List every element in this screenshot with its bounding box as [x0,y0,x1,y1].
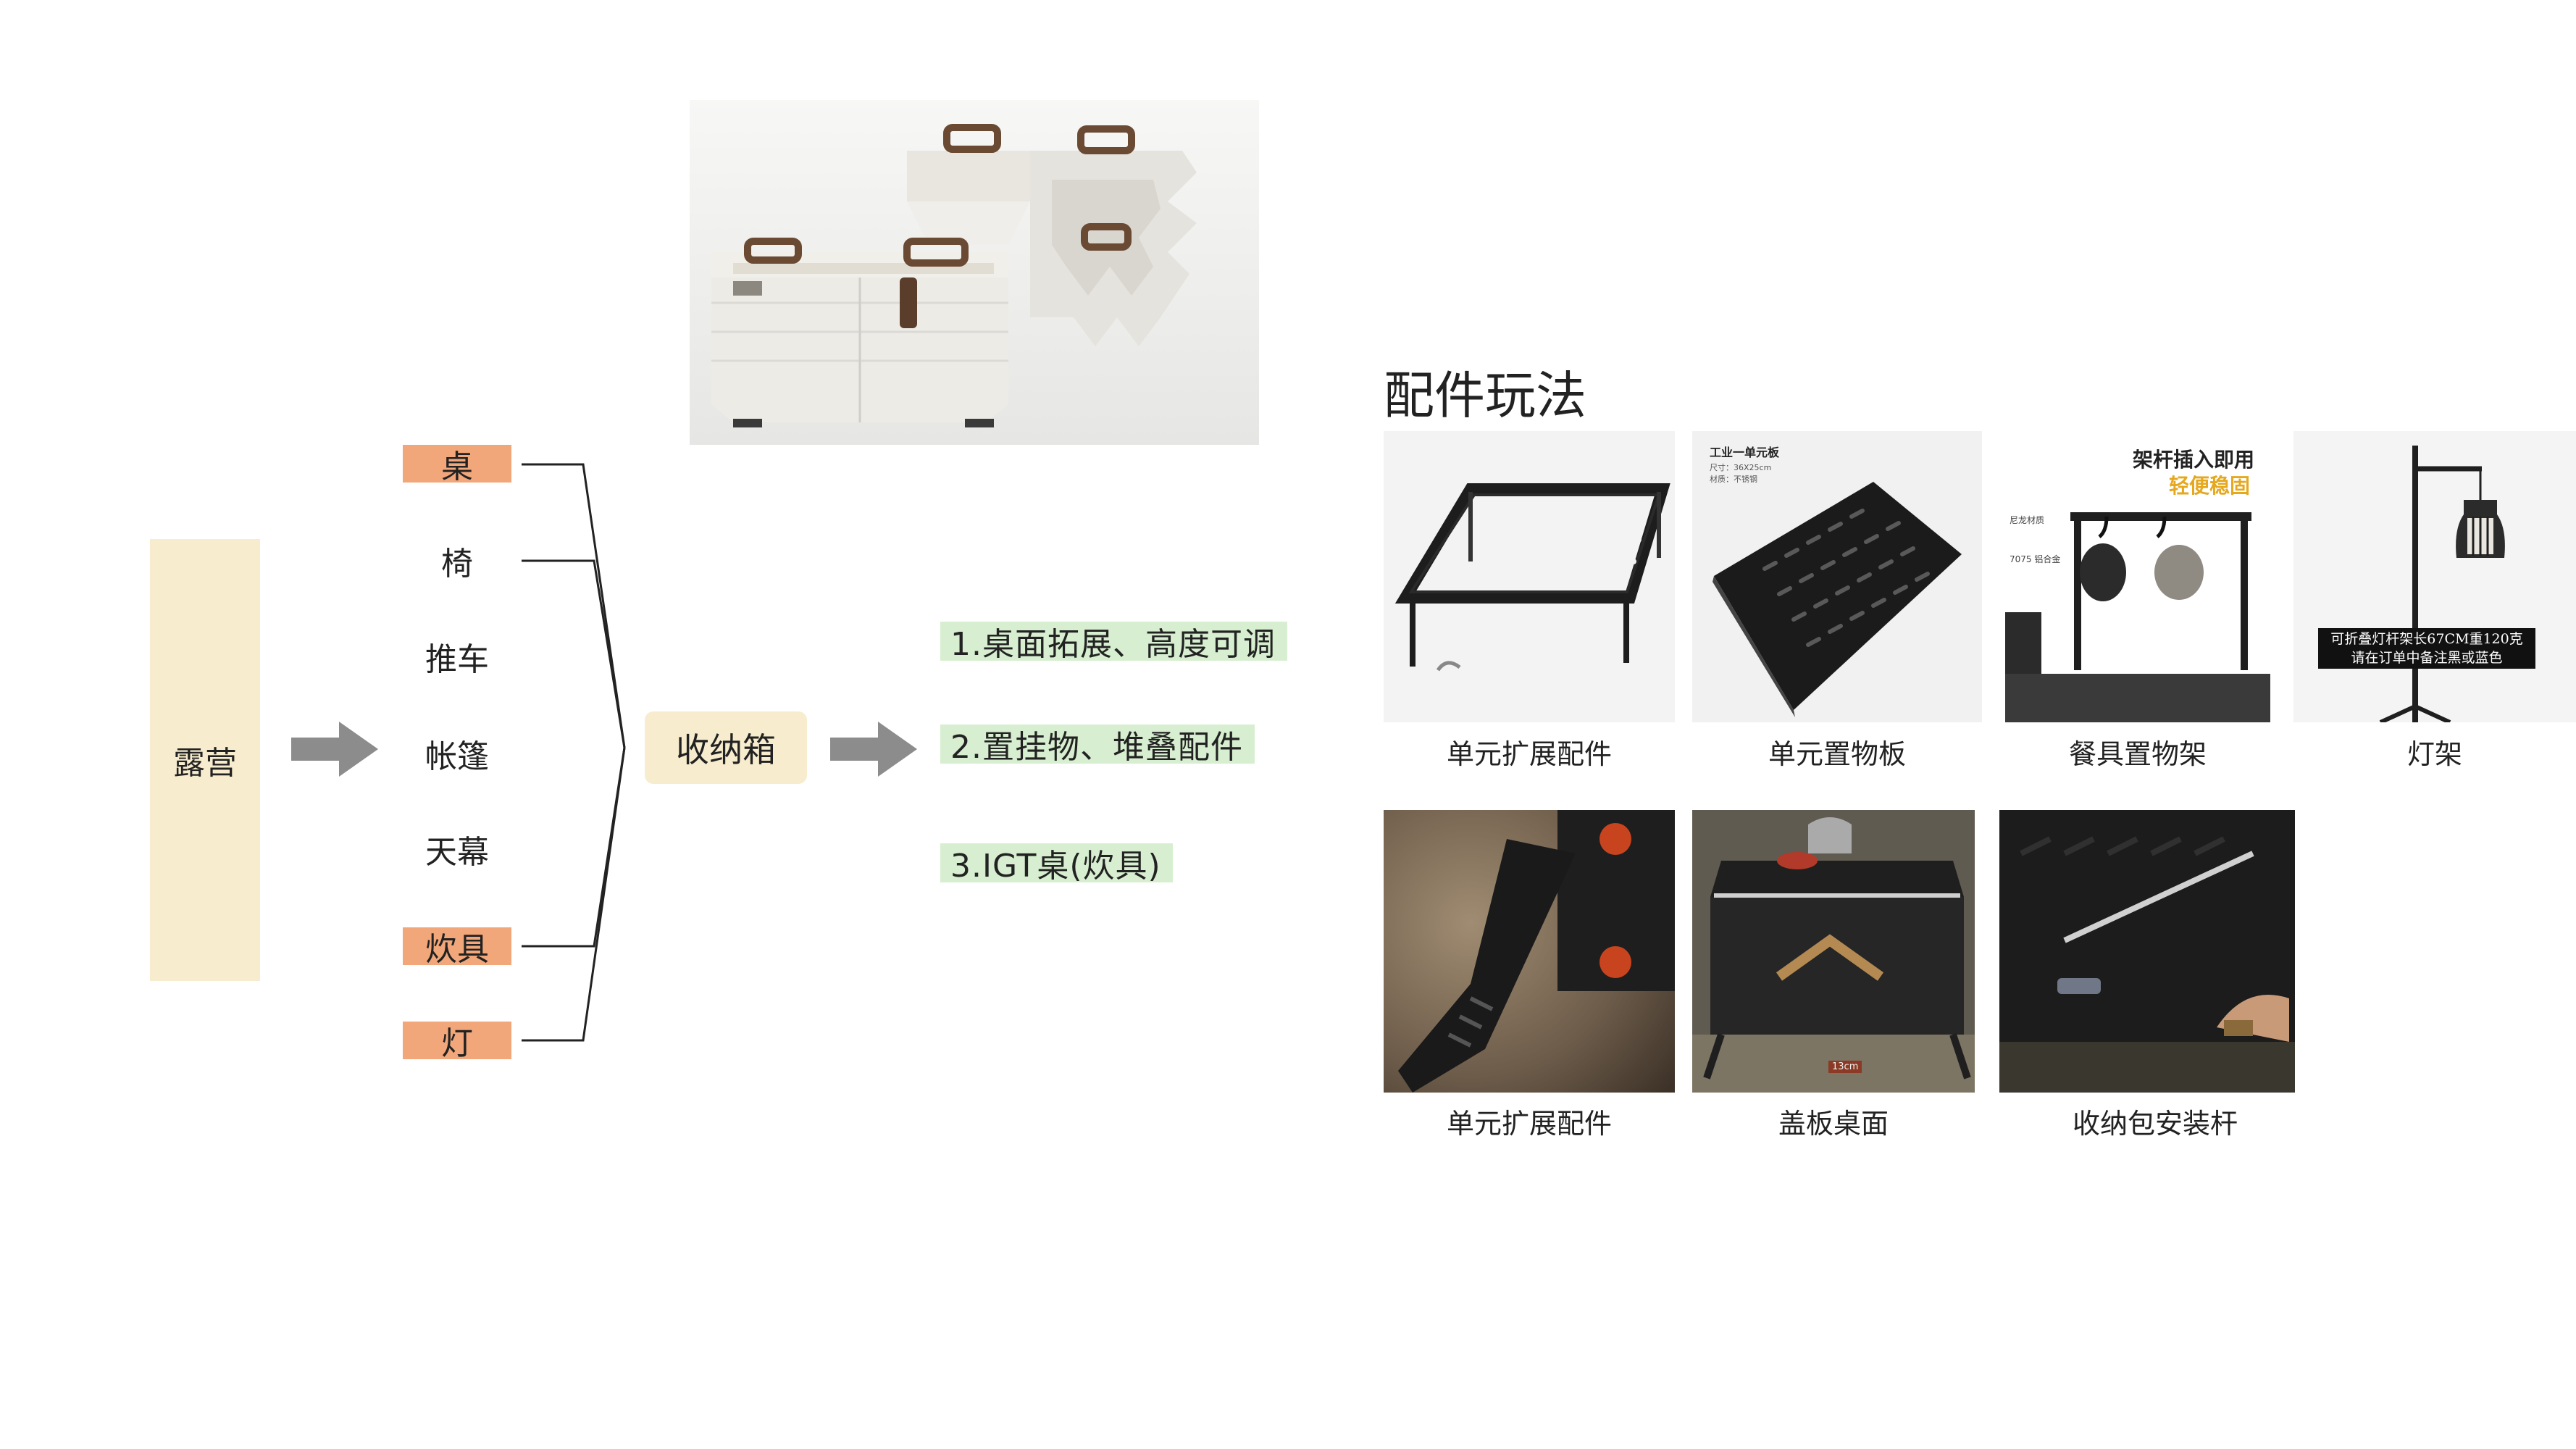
category-label: 推车 [425,641,489,678]
category-tent: 帐篷 [403,735,511,775]
category-cart: 推车 [403,638,511,678]
thumb-black-frame-table [1384,431,1675,722]
feature-text: 1.桌面拓展、高度可调 [950,626,1276,663]
caption-row1-4: 灯架 [2406,738,2462,770]
storage-box-node: 收纳箱 [645,711,807,784]
storage-box-render [690,100,1259,445]
feature-2: 2.置挂物、堆叠配件 [940,724,1255,766]
category-table: 桌 [403,445,511,485]
accessories-title: 配件玩法 [1384,366,1586,425]
storage-label: 收纳箱 [676,730,776,769]
thumb-lamp-stand: 可折叠灯杆架长67CM重120克 请在订单中备注黑或蓝色 [2293,431,2576,722]
plate-overlay-line: 尺寸：36X25cm [1710,463,1772,472]
root-node: 露营 [150,539,260,981]
caption-row2-3: 收纳包安装杆 [2072,1108,2238,1140]
lamp-overlay-line: 可折叠灯杆架长67CM重120克 [2330,631,2523,647]
thumb-handle-closeup [1384,810,1675,1093]
feature-3: 3.IGT桌(炊具) [940,843,1173,885]
caption-row2-2: 盖板桌面 [1778,1108,1889,1140]
thumb-box-tabletop: 13cm [1692,810,1975,1093]
caption-row1-1: 单元扩展配件 [1446,738,1612,770]
rack-label: 7075 铝合金 [2010,554,2061,564]
caption-row2-1: 单元扩展配件 [1446,1108,1612,1140]
thumb-bag-rod [1999,810,2295,1093]
tabletop-badge: 13cm [1828,1061,1862,1073]
feature-text: 2.置挂物、堆叠配件 [950,729,1243,766]
rack-overlay-subtitle: 轻便稳固 [2168,474,2250,498]
plate-overlay-line: 材质：不锈钢 [1710,475,1757,484]
category-canopy: 天幕 [403,830,511,871]
category-label: 椅 [441,546,473,582]
arrow-right-icon [830,722,917,777]
category-label: 天幕 [425,834,489,871]
category-label: 帐篷 [425,738,489,775]
caption-row1-3: 餐具置物架 [2068,738,2207,770]
category-label: 炊具 [425,931,489,968]
bracket-connector [522,463,626,1042]
category-cookware: 炊具 [403,927,511,968]
arrow-right-icon [291,722,378,777]
plate-overlay-title: 工业一单元板 [1710,446,1780,459]
root-label: 露营 [173,745,237,782]
thumb-perforated-plate: 工业一单元板 尺寸：36X25cm 材质：不锈钢 [1692,431,1982,722]
rack-label: 尼龙材质 [2010,515,2045,525]
feature-1: 1.桌面拓展、高度可调 [940,622,1287,663]
category-label: 桌 [441,448,473,485]
lamp-overlay-line: 请在订单中备注黑或蓝色 [2351,650,2503,666]
thumb-hanging-rack: 架杆插入即用 轻便稳固 尼龙材质 7075 铝合金 [2005,431,2270,722]
category-chair: 椅 [403,542,511,582]
category-lamp: 灯 [403,1022,511,1062]
feature-text: 3.IGT桌(炊具) [950,848,1161,885]
category-label: 灯 [441,1025,473,1062]
caption-row1-2: 单元置物板 [1768,738,1906,770]
rack-overlay-title: 架杆插入即用 [2132,448,2254,472]
lamp-overlay-banner: 可折叠灯杆架长67CM重120克 请在订单中备注黑或蓝色 [2318,628,2535,669]
